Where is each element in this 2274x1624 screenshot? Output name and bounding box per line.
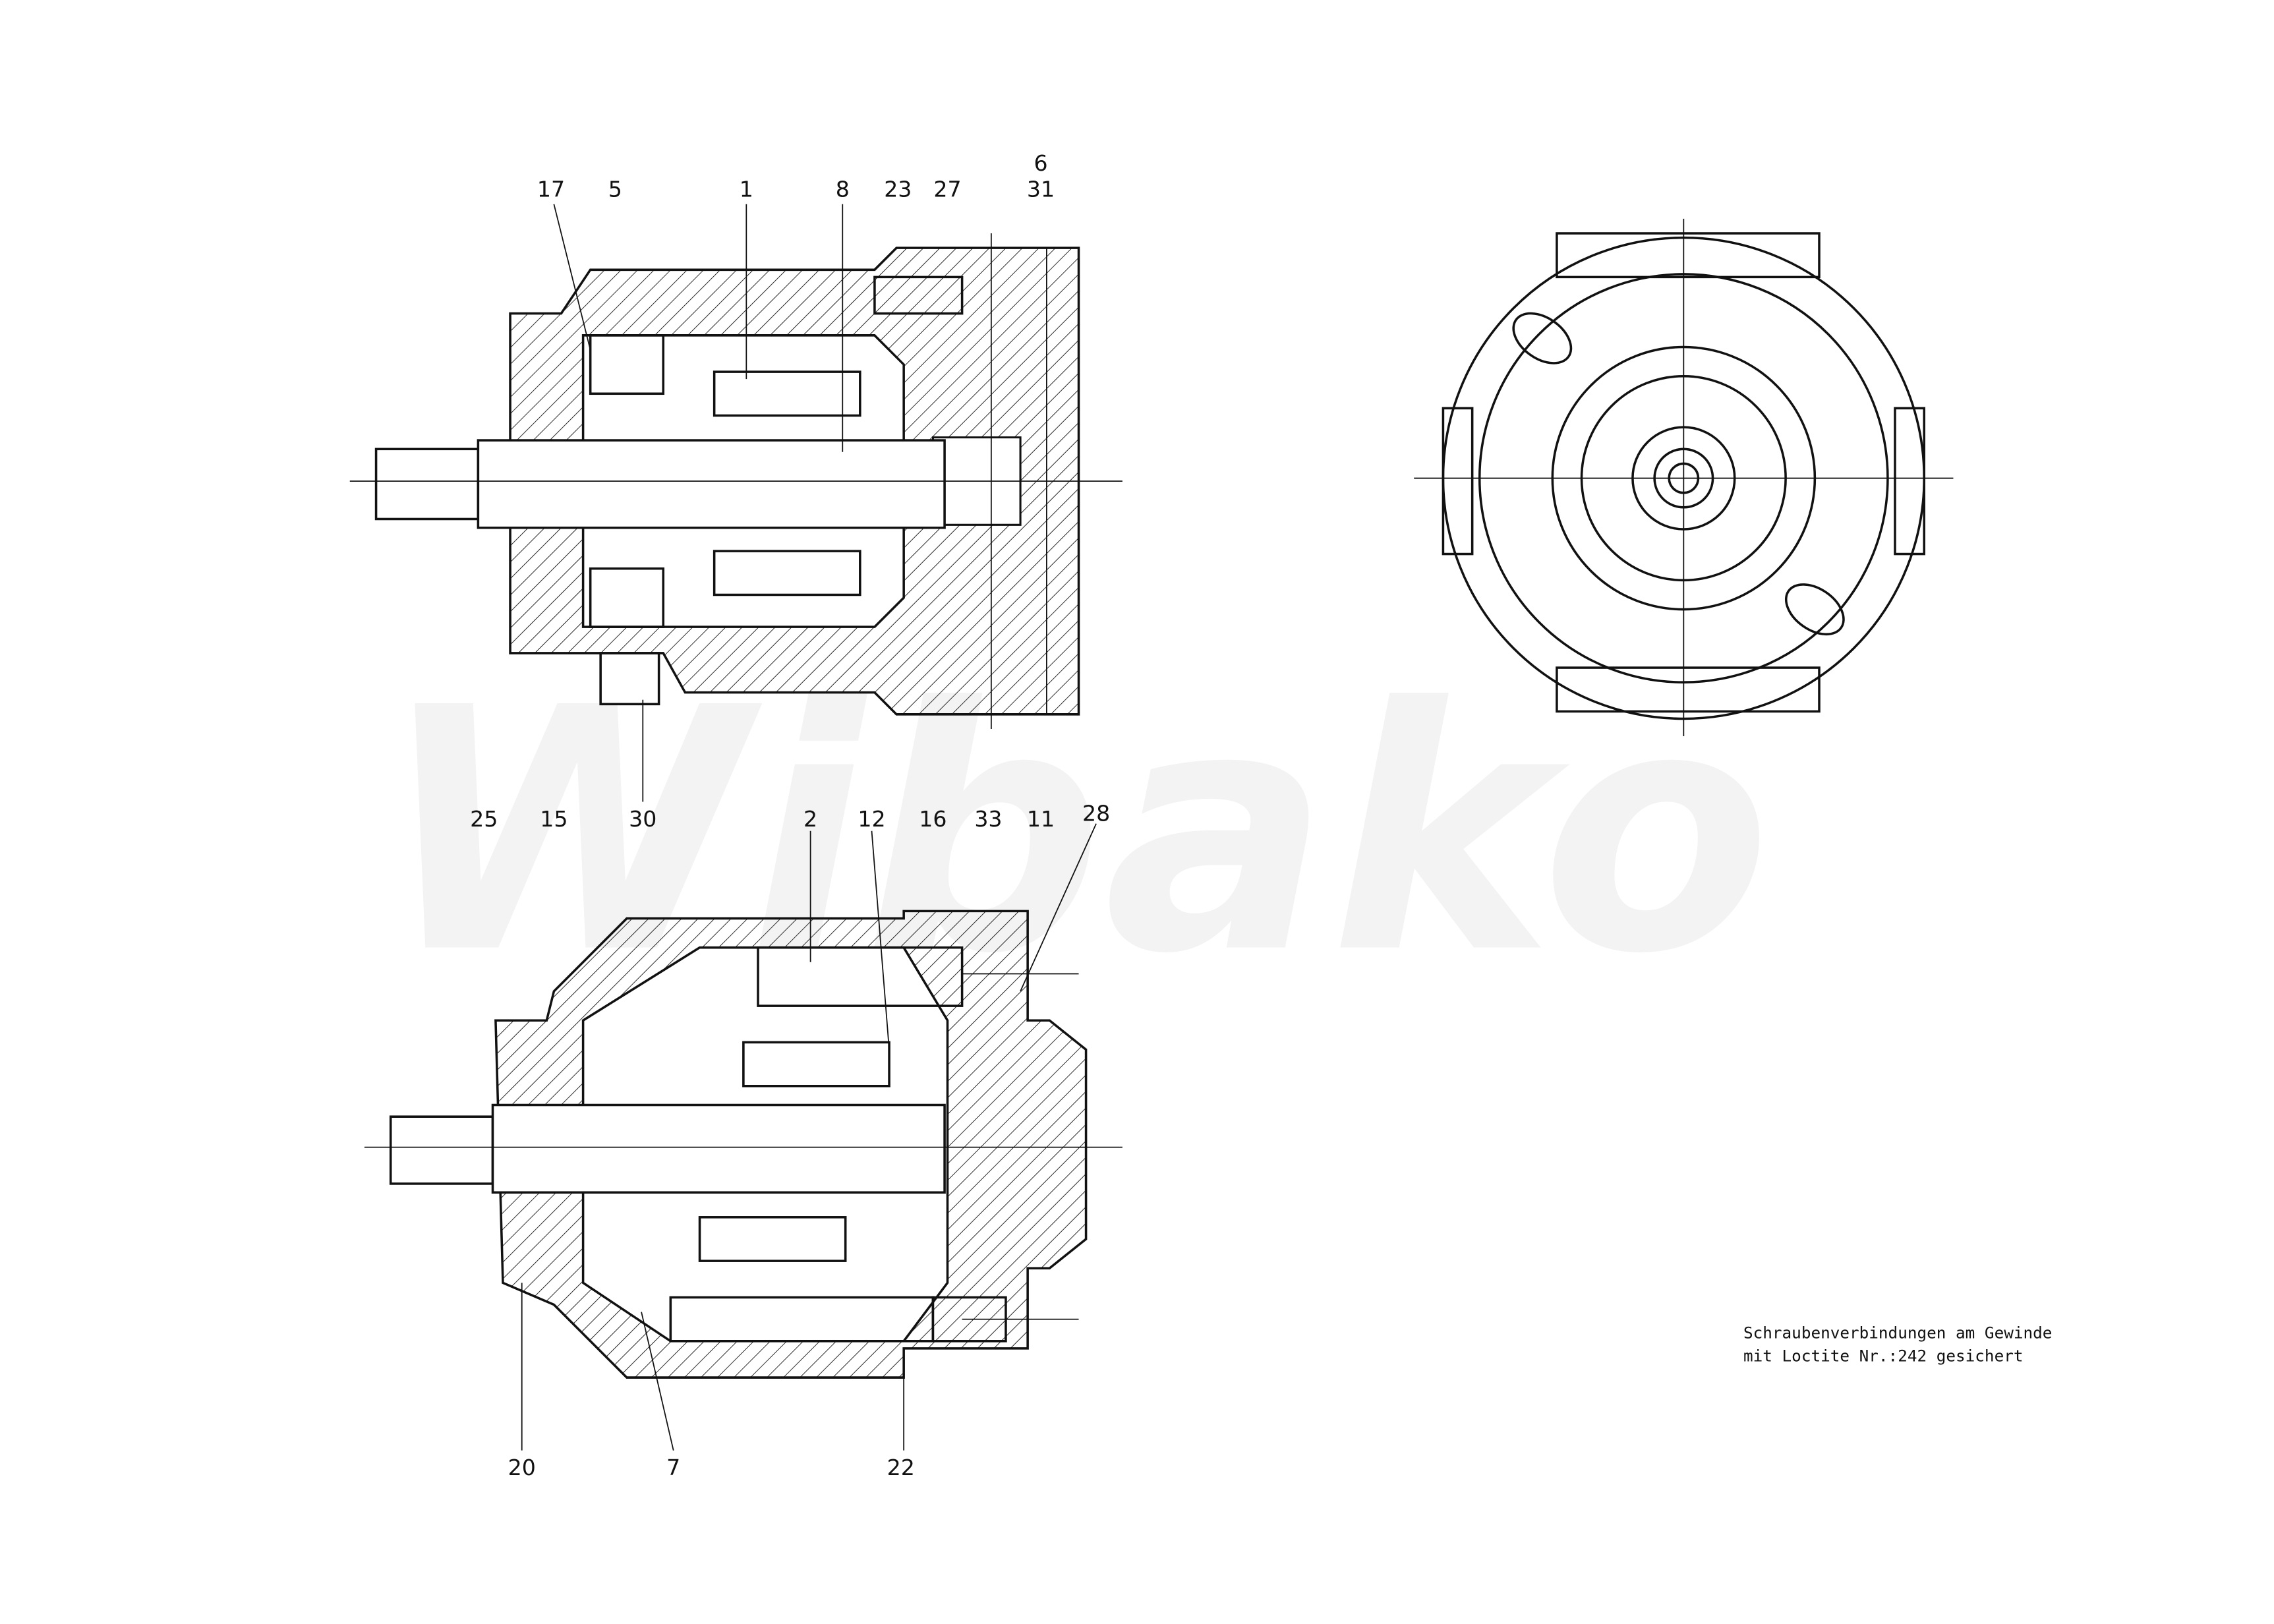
loctite-note: Schraubenverbindungen am Gewinde mit Loc…	[1743, 1323, 2052, 1365]
label-12: 12	[858, 806, 885, 832]
note-line-1: Schraubenverbindungen am Gewinde	[1743, 1323, 2052, 1342]
label-28: 28	[1082, 800, 1110, 826]
top-section-view	[349, 233, 1122, 729]
leader-lines	[521, 204, 1097, 1451]
label-33: 33	[974, 806, 1002, 832]
note-line-2: mit Loctite Nr.:242 gesichert	[1743, 1347, 2023, 1366]
label-15: 15	[540, 806, 568, 832]
label-16: 16	[919, 806, 947, 832]
label-20: 20	[508, 1455, 536, 1480]
label-8: 8	[836, 177, 850, 202]
label-27: 27	[933, 177, 961, 202]
label-5: 5	[608, 177, 622, 202]
label-31: 31	[1027, 177, 1055, 202]
bottom-section-view	[364, 910, 1122, 1379]
label-30: 30	[629, 806, 656, 832]
label-6: 6	[1034, 150, 1047, 176]
label-23: 23	[884, 177, 912, 202]
front-view	[1414, 218, 1954, 737]
label-7: 7	[666, 1455, 680, 1480]
label-11: 11	[1027, 806, 1055, 832]
part-labels: 17 5 1 8 23 27 6 31 30 25 15 2 12 16 33 …	[470, 150, 1110, 1480]
label-1: 1	[740, 177, 753, 202]
label-25: 25	[470, 806, 498, 832]
label-17: 17	[537, 177, 565, 202]
label-22: 22	[887, 1455, 915, 1480]
label-2: 2	[803, 806, 817, 832]
